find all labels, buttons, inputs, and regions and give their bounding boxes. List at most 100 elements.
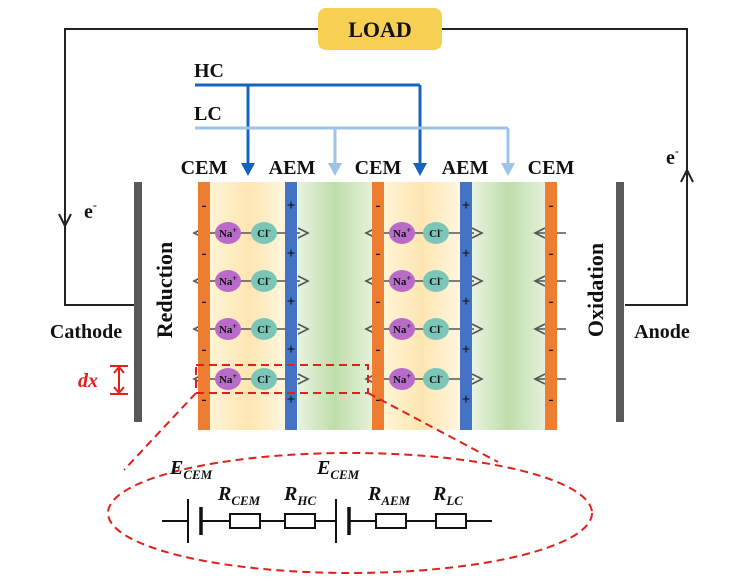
anode-label: Anode bbox=[634, 321, 690, 343]
chloride-ion-label: Cl- bbox=[257, 226, 271, 240]
flux-arrowhead-left bbox=[533, 323, 546, 335]
cem-membrane-5 bbox=[545, 182, 557, 430]
sodium-ion bbox=[389, 318, 415, 340]
lc-compartment-1 bbox=[298, 182, 372, 430]
chloride-ion-label: Cl- bbox=[429, 226, 443, 240]
sodium-ion bbox=[389, 270, 415, 292]
membrane-charge-cem: - bbox=[202, 392, 207, 408]
lc-compartment-2 bbox=[472, 182, 545, 430]
sodium-ion bbox=[215, 368, 241, 390]
ions: Na+Cl-Na+Cl-Na+Cl-Na+Cl-Na+Cl-Na+Cl-Na+C… bbox=[215, 222, 449, 390]
electron-arrow-left bbox=[58, 213, 72, 229]
hc-arrow-1 bbox=[241, 163, 255, 176]
sodium-ion bbox=[215, 270, 241, 292]
highlight-box bbox=[195, 364, 369, 394]
flux-arrowhead-right bbox=[297, 275, 310, 287]
membrane-charge-cem: - bbox=[376, 246, 381, 262]
sodium-ion-label: Na+ bbox=[219, 322, 237, 336]
membrane-charge-cem: - bbox=[549, 342, 554, 358]
sodium-ion-label: Na+ bbox=[393, 226, 411, 240]
chloride-ion-label: Cl- bbox=[257, 372, 271, 386]
flux-arrowhead-right bbox=[297, 227, 310, 239]
load-label: LOAD bbox=[348, 17, 412, 42]
cathode-plate bbox=[134, 182, 142, 422]
membrane-charge-aem: + bbox=[462, 392, 471, 408]
membrane-charge-aem: + bbox=[462, 294, 471, 310]
reduction-label: Reduction bbox=[152, 242, 177, 339]
r-cem-label: RCEM bbox=[217, 483, 261, 508]
equivalent-circuit bbox=[162, 499, 492, 543]
sodium-ion-label: Na+ bbox=[393, 274, 411, 288]
sodium-ion-label: Na+ bbox=[219, 274, 237, 288]
chloride-ion bbox=[423, 368, 449, 390]
chloride-ion bbox=[423, 222, 449, 244]
circuit-ellipse bbox=[107, 452, 593, 574]
load-box bbox=[318, 8, 442, 50]
dx-marker bbox=[110, 365, 128, 395]
cathode-label: Cathode bbox=[50, 321, 122, 343]
membrane-charge-aem: + bbox=[287, 294, 296, 310]
external-circuit-wire bbox=[64, 28, 688, 306]
sodium-ion-label: Na+ bbox=[393, 322, 411, 336]
chloride-ion bbox=[251, 270, 277, 292]
emf-label-1: ECEM bbox=[169, 457, 213, 482]
cem-label-2: CEM bbox=[355, 157, 402, 179]
membrane-charge-cem: - bbox=[376, 198, 381, 214]
membrane-charge-aem: + bbox=[462, 246, 471, 262]
flux-arrowhead-left bbox=[533, 373, 546, 385]
oxidation-label: Oxidation bbox=[583, 243, 608, 337]
membrane-charge-cem: - bbox=[376, 392, 381, 408]
anode-plate bbox=[616, 182, 624, 422]
sodium-ion-label: Na+ bbox=[219, 372, 237, 386]
membrane-charge-cem: - bbox=[202, 294, 207, 310]
chloride-ion-label: Cl- bbox=[429, 274, 443, 288]
cem-label-3: CEM bbox=[528, 157, 575, 179]
hc-label: HC bbox=[194, 60, 224, 82]
membrane-charge-cem: - bbox=[202, 246, 207, 262]
membrane-charge-cem: - bbox=[202, 342, 207, 358]
chloride-ion-label: Cl- bbox=[257, 322, 271, 336]
dx-label: dx bbox=[78, 370, 98, 392]
sodium-ion bbox=[389, 368, 415, 390]
sodium-ion bbox=[215, 318, 241, 340]
lc-arrow-2 bbox=[501, 163, 515, 176]
membrane-charge-cem: - bbox=[549, 392, 554, 408]
flux-arrowhead-right bbox=[471, 323, 484, 335]
cem-membrane-1 bbox=[198, 182, 210, 430]
aem-label-1: AEM bbox=[269, 157, 316, 179]
flux-arrowhead-left bbox=[533, 227, 546, 239]
flux-arrowhead-left bbox=[533, 275, 546, 287]
hc-arrow-2 bbox=[413, 163, 427, 176]
chloride-ion-label: Cl- bbox=[429, 372, 443, 386]
membrane-charge-cem: - bbox=[376, 294, 381, 310]
membrane-charge-aem: + bbox=[287, 392, 296, 408]
flux-arrowhead-right bbox=[297, 323, 310, 335]
chloride-ion bbox=[251, 368, 277, 390]
hc-feed-line bbox=[195, 83, 422, 165]
membrane-charge-cem: - bbox=[549, 246, 554, 262]
emf-label-2: ECEM bbox=[316, 457, 360, 482]
chloride-ion bbox=[423, 270, 449, 292]
membrane-charge-aem: + bbox=[462, 342, 471, 358]
electron-label-right: e- bbox=[666, 144, 679, 169]
sodium-ion bbox=[389, 222, 415, 244]
chloride-ion-label: Cl- bbox=[429, 322, 443, 336]
electron-label-left: e- bbox=[84, 198, 97, 223]
membrane-charge-aem: + bbox=[287, 246, 296, 262]
membrane-charge-cem: - bbox=[549, 294, 554, 310]
aem-label-2: AEM bbox=[442, 157, 489, 179]
cem-label-1: CEM bbox=[181, 157, 228, 179]
membranes: -----+++++-----+++++----- bbox=[198, 182, 557, 430]
electron-arrow-right bbox=[680, 167, 694, 183]
flux-arrowhead-right bbox=[297, 373, 310, 385]
hc-compartment-2 bbox=[384, 182, 460, 430]
sodium-ion bbox=[215, 222, 241, 244]
r-hc-label: RHC bbox=[283, 483, 316, 508]
r-aem-label: RAEM bbox=[367, 483, 411, 508]
chloride-ion bbox=[251, 222, 277, 244]
membrane-charge-cem: - bbox=[549, 198, 554, 214]
aem-membrane-4 bbox=[460, 182, 472, 430]
zoom-lines bbox=[123, 392, 499, 471]
